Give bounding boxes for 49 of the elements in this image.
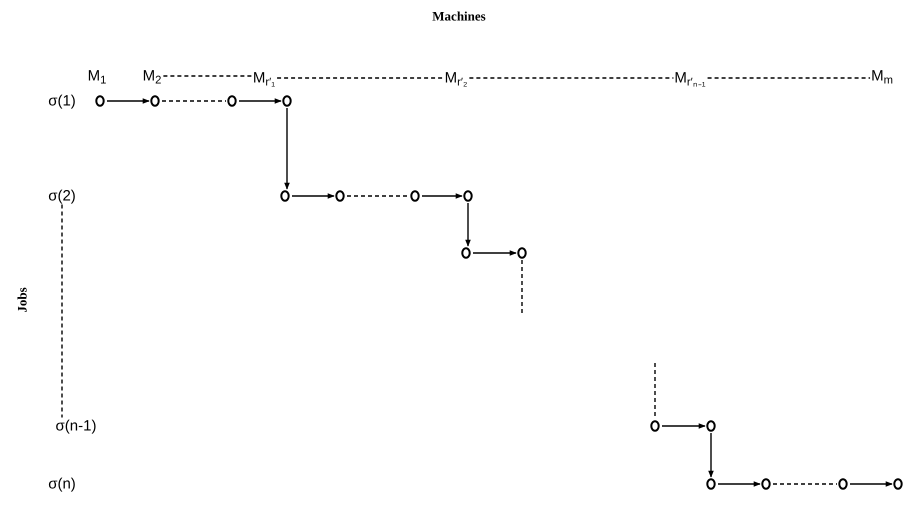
dashed-line bbox=[347, 195, 409, 197]
job-label: σ(2) bbox=[48, 188, 76, 204]
dashed-line bbox=[277, 77, 444, 79]
dashed-line bbox=[773, 483, 837, 485]
axis-title: Jobs bbox=[13, 287, 30, 313]
machine-label: M$_{2}$ bbox=[142, 68, 162, 84]
node-circle bbox=[893, 478, 903, 490]
machine-label: M$_{r′ₙ₋₁}$ bbox=[674, 70, 706, 86]
machine-label: M$_{r′₁}$ bbox=[252, 70, 276, 86]
arrow bbox=[284, 108, 290, 190]
dashed-line bbox=[469, 77, 674, 79]
node-circle bbox=[706, 478, 716, 490]
arrow bbox=[473, 250, 517, 256]
node-circle bbox=[280, 190, 290, 202]
node-circle bbox=[461, 247, 471, 259]
node-circle bbox=[150, 95, 160, 107]
machine-label: M$_{1}$ bbox=[88, 68, 106, 84]
arrow bbox=[708, 433, 714, 478]
dashed-line bbox=[163, 75, 252, 77]
arrow bbox=[850, 481, 893, 487]
dashed-line bbox=[708, 77, 870, 79]
node-circle bbox=[838, 478, 848, 490]
node-circle bbox=[410, 190, 420, 202]
node-circle bbox=[227, 95, 237, 107]
arrow bbox=[107, 98, 150, 104]
arrow bbox=[465, 203, 471, 247]
arrow bbox=[239, 98, 282, 104]
dashed-line bbox=[61, 204, 63, 418]
dashed-line bbox=[654, 363, 656, 419]
dashed-line bbox=[521, 260, 523, 315]
arrow bbox=[718, 481, 761, 487]
arrow bbox=[422, 193, 463, 199]
node-circle bbox=[463, 190, 473, 202]
job-label: σ(n) bbox=[48, 476, 76, 492]
node-circle bbox=[335, 190, 345, 202]
node-circle bbox=[282, 95, 292, 107]
dashed-line bbox=[162, 100, 226, 102]
node-circle bbox=[95, 95, 105, 107]
node-circle bbox=[650, 420, 660, 432]
axis-title: Machines bbox=[432, 7, 486, 26]
machine-label: M$_{m}$ bbox=[871, 68, 893, 84]
node-circle bbox=[706, 420, 716, 432]
job-label: σ(1) bbox=[48, 94, 76, 108]
node-circle bbox=[517, 247, 527, 259]
machine-label: M$_{r′₂}$ bbox=[444, 70, 468, 86]
arrow bbox=[292, 193, 335, 199]
arrow bbox=[662, 423, 706, 429]
node-circle bbox=[761, 478, 771, 490]
job-label: σ(n-1) bbox=[56, 418, 96, 434]
